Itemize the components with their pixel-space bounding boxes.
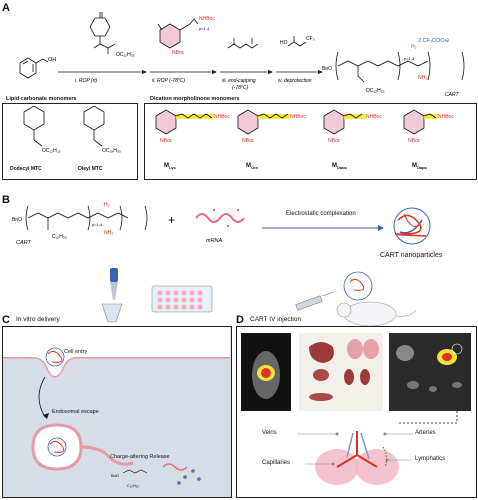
step-3-label: iii. end-capping	[222, 78, 256, 84]
benzyl-alcohol-structure	[19, 57, 49, 79]
svg-text:NBoc: NBoc	[328, 138, 341, 144]
lipid-monomers-box	[2, 103, 138, 180]
tfa-ho: HO	[280, 40, 288, 46]
cart-label-a: CART	[445, 92, 459, 98]
lipid-box-title: Lipid carbonate monomers	[6, 96, 77, 102]
veins-label: Veins	[262, 430, 277, 436]
mrna-strand	[195, 213, 245, 223]
nanoparticle-callout	[343, 271, 373, 301]
syringe-icon	[295, 291, 335, 311]
endosomal-escape-label: Endosomal escape	[52, 409, 99, 415]
released-polymer-and-mrna	[162, 463, 201, 485]
iv-illustration	[241, 333, 471, 485]
dication-box-title: Dication morpholinone monomers	[150, 96, 240, 102]
p-range-a: p=1-4	[199, 26, 210, 31]
cart-b-label: CART	[16, 240, 32, 246]
morpholinone-reagent-structure	[157, 18, 199, 49]
cart-b-p-range: p=1-4	[92, 222, 103, 227]
electrostatic-label: Electrostatic complexation	[286, 211, 356, 217]
cart-b-nh3: NH₃	[104, 230, 113, 236]
plus-sign: +	[168, 213, 175, 227]
step-3b-label: (-78°C)	[232, 85, 249, 91]
mrna-dots	[212, 208, 240, 228]
panel-c-letter: C	[2, 314, 10, 326]
ex-vivo-organ-image	[389, 333, 471, 411]
svg-text:NHBoc: NHBoc	[290, 114, 306, 120]
mrna-label: mRNA	[206, 238, 223, 244]
cart-b-h2: H₂	[104, 202, 110, 208]
iv-injection-title: CART IV injection	[250, 316, 302, 323]
cart-nanoparticle	[393, 207, 431, 245]
lymphatics-label: Lymphatics	[415, 456, 446, 462]
step-1-label: i. ROP (rt)	[75, 78, 98, 84]
cart-b-bno: BnO	[12, 217, 22, 223]
m-orn-label: MOrn	[246, 163, 259, 171]
panel-b-scheme: BnO C₁₂H₂₅ H₂ NH₃ p=1-4 CART + mRNA	[12, 202, 431, 246]
svg-text:NHBoc: NHBoc	[438, 114, 454, 120]
endosome	[31, 423, 134, 471]
tfa-structure	[287, 36, 307, 47]
svg-text:NHBoc: NHBoc	[214, 114, 230, 120]
cart-bno: BnO	[322, 66, 332, 72]
entry-nanoparticle	[45, 347, 65, 367]
cart-nanoparticles-label: CART nanoparticles	[380, 252, 443, 259]
oh-label: OH	[48, 57, 56, 63]
capillaries-label: Capillaries	[262, 460, 291, 466]
svg-text:NHBoc: NHBoc	[366, 114, 382, 120]
panel-b-letter: B	[2, 194, 10, 206]
cart-b-chain: C₁₂H₂₅	[52, 234, 67, 240]
panel-a-scheme: OH OC₁₂H₂₅ i. ROP (rt) NBoc NHBoc p=1-4 …	[19, 12, 465, 98]
mouse-icon	[343, 301, 397, 327]
svg-text:C₁₂H₂₅: C₁₂H₂₅	[127, 483, 139, 488]
mtc-reagent-structure	[89, 12, 116, 54]
counterion-label: 2 CF₃COO⊖	[418, 38, 450, 44]
cart-chain-a: OC₁₂H₂₅	[366, 88, 385, 94]
panel-d-letter: D	[236, 314, 244, 326]
arteries-label: Arteries	[415, 430, 436, 436]
cart-nh3: NH₃	[418, 75, 427, 81]
injection-illustration	[295, 271, 417, 327]
cart-product-structure	[335, 51, 465, 83]
cart-p-range: p=1-4	[404, 56, 415, 61]
tfa-cf3: CF₃	[306, 36, 315, 42]
svg-text:NBoc: NBoc	[242, 138, 255, 144]
step-2-label: ii. ROP (-78°C)	[152, 78, 186, 84]
lipid-monomer-structures: OC₁₂H₂₅ OC₁₈H₃₅	[23, 106, 121, 154]
oleyl-mtc-label: Oleyl MTC	[78, 166, 103, 172]
mtc-chain: OC₁₂H₂₅	[116, 52, 135, 58]
m-daba-label: MDaba	[332, 163, 347, 171]
panel-a-letter: A	[2, 2, 10, 14]
step-4-label: iv. deprotection	[278, 78, 312, 84]
acetic-anhydride-structure	[227, 38, 259, 49]
m-lys-label: MLys	[164, 163, 176, 171]
cart-h2: H₂	[411, 44, 417, 50]
tube-icon	[101, 303, 123, 323]
dication-monomer-structures: NHBoc NHBoc NHBoc NHBoc NBoc NBoc NBoc N…	[155, 109, 454, 144]
svg-text:OC₁₂H₂₅: OC₁₂H₂₅	[42, 148, 61, 154]
nboc-label-a: NBoc	[172, 50, 185, 56]
in-vitro-illustration	[101, 268, 213, 323]
pipette-icon	[110, 268, 118, 282]
svg-text:BnO: BnO	[111, 473, 119, 478]
cell-illustration: BnO C₁₂H₂₅	[3, 327, 230, 488]
cell-entry-label: Cell entry	[64, 349, 88, 355]
dication-monomers-box	[144, 103, 477, 180]
vascular-tree-illustration	[315, 431, 399, 485]
svg-text:NBoc: NBoc	[408, 138, 421, 144]
charge-altering-label: Charge-altering Release	[110, 454, 170, 460]
in-vitro-title: In vitro delivery	[16, 316, 60, 323]
m-dapa-label: MDapa	[412, 163, 427, 171]
nhboc-label-a: NHBoc	[199, 16, 215, 22]
svg-text:OC₁₈H₃₅: OC₁₈H₃₅	[102, 148, 121, 154]
dodecyl-mtc-label: Dodecyl MTC	[10, 166, 42, 172]
svg-text:NBoc: NBoc	[160, 138, 173, 144]
iv-panel	[236, 326, 477, 498]
